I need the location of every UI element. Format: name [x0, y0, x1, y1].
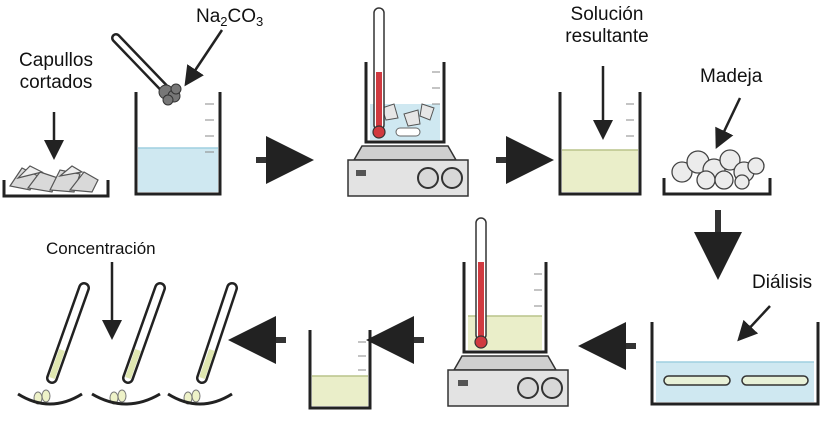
solucion-label-line2: resultante [565, 26, 649, 47]
dialisis-label: Diálisis [752, 272, 813, 293]
beaker-na2co3 [134, 92, 222, 196]
madeja-pointer-arrow [715, 97, 742, 150]
thermometer-icon [474, 217, 488, 349]
madeja-label: Madeja [700, 66, 763, 87]
dialysis-tank [650, 322, 820, 406]
na2co3-label-sub1: 2 [220, 14, 228, 29]
spatula-icon [111, 33, 182, 106]
na2co3-label: Na2CO3 [196, 6, 263, 28]
solucion-label: Solución resultante [552, 4, 662, 48]
hotplate-beaker-2 [447, 262, 569, 407]
pipette-icon [183, 282, 238, 405]
na2co3-label-na: Na [196, 6, 221, 27]
concentracion-label: Concentración [46, 239, 156, 258]
madeja-tray [662, 149, 772, 196]
dialisis-pointer-arrow [737, 305, 771, 342]
pipettes-watch-glasses [17, 282, 238, 406]
thermometer-icon [372, 7, 386, 139]
capullos-label: Capullos cortados [2, 50, 110, 94]
na2co3-label-sub2: 3 [256, 14, 264, 29]
pipette-icon [109, 282, 166, 405]
capullos-label-line2: cortados [19, 72, 93, 93]
na2co3-pointer-arrow [184, 29, 224, 87]
hotplate-beaker-1 [347, 62, 469, 197]
cut-cocoons-tray [2, 165, 110, 198]
na2co3-label-co: CO [227, 6, 257, 27]
pipette-icon [33, 282, 90, 405]
beaker-resulting-solution [558, 92, 642, 196]
solucion-label-line1: Solución [570, 4, 644, 25]
beaker-concentrated-solution [308, 330, 372, 410]
capullos-label-line1: Capullos [19, 50, 93, 71]
